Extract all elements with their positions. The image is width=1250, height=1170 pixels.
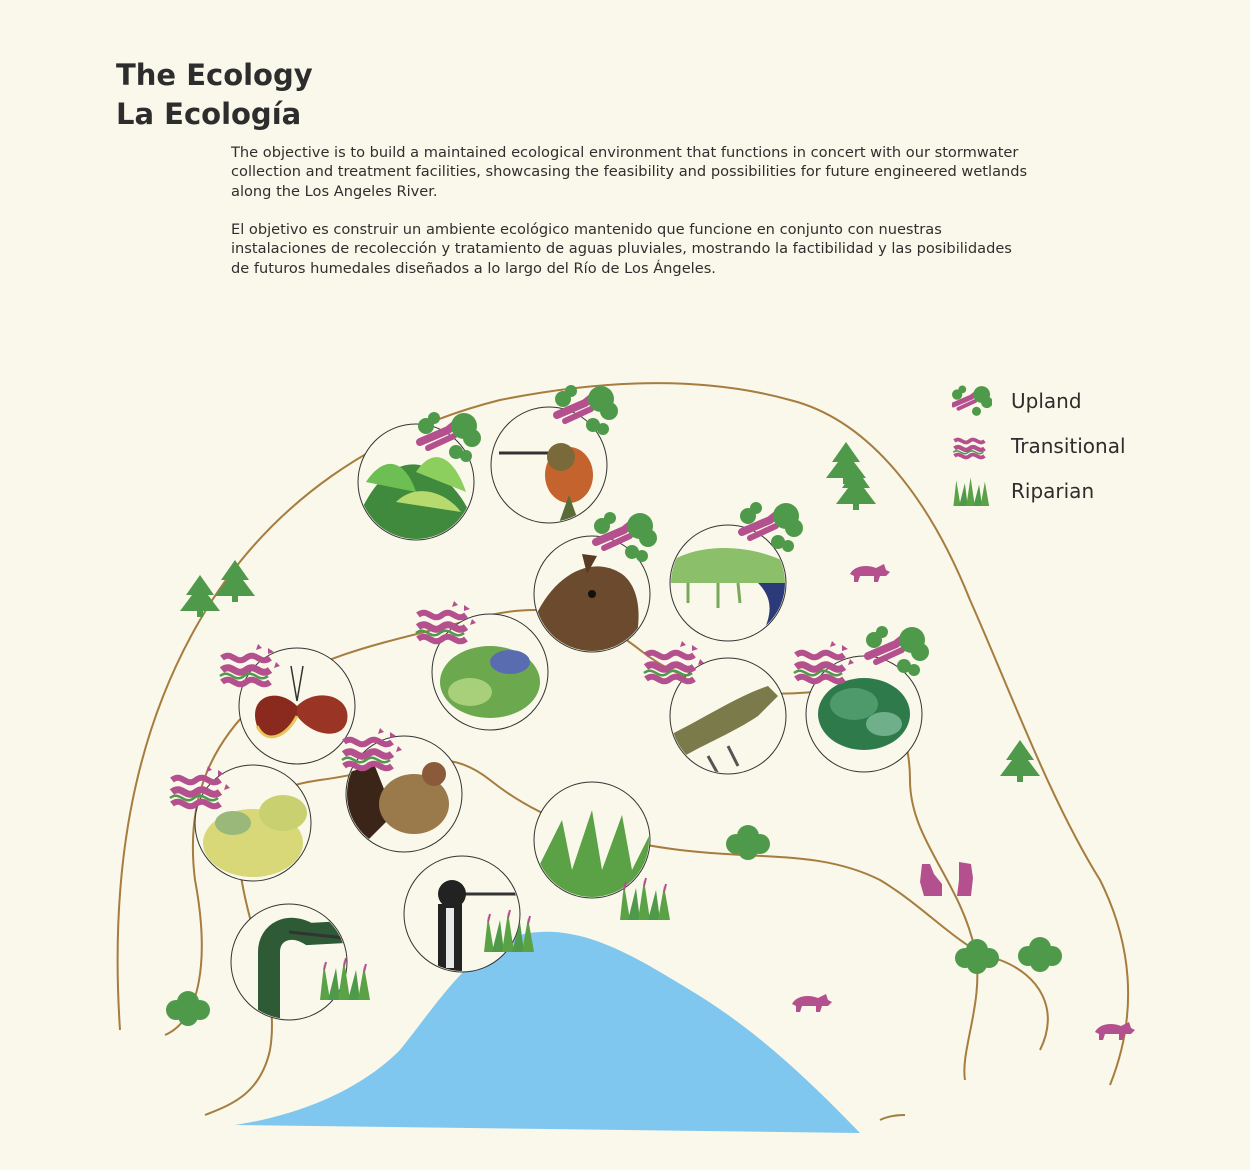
legend-label-riparian: Riparian [1011,478,1095,503]
legend-item-riparian: Riparian [952,468,1094,513]
habitat-grasses [533,781,651,899]
transitional-icon [952,437,986,459]
legend-label-transitional: Transitional [1011,433,1126,458]
page-title: The Ecology La Ecología [116,56,313,134]
habitat-shrub [431,613,549,731]
legend-item-upland: Upland [952,378,1082,423]
habitat-squirrel [533,535,651,653]
description-spanish: El objetivo es construir un ambiente eco… [231,221,1012,277]
water-body [235,931,860,1133]
riparian-icon [953,476,990,506]
title-spanish: La Ecología [116,97,302,131]
contour-outer [116,382,1130,1086]
title-english: The Ecology [116,58,313,92]
habitat-cormorant [230,903,348,1021]
habitat-yellow-shrub [194,764,312,882]
habitat-circles [170,385,929,1021]
habitat-plant-upland [357,423,475,541]
shore-line [879,1114,906,1121]
habitat-tree-canopy [669,524,787,642]
habitat-lizard [669,657,787,775]
habitat-hummingbird [490,406,608,524]
animal-silhouette-icon [792,564,1135,1040]
legend-label-upland: Upland [1011,388,1082,413]
legend-item-transitional: Transitional [952,423,1126,468]
habitat-oak-tree [805,655,923,773]
upland-icon [952,385,992,416]
description-english: The objective is to build a maintained e… [231,144,1028,200]
